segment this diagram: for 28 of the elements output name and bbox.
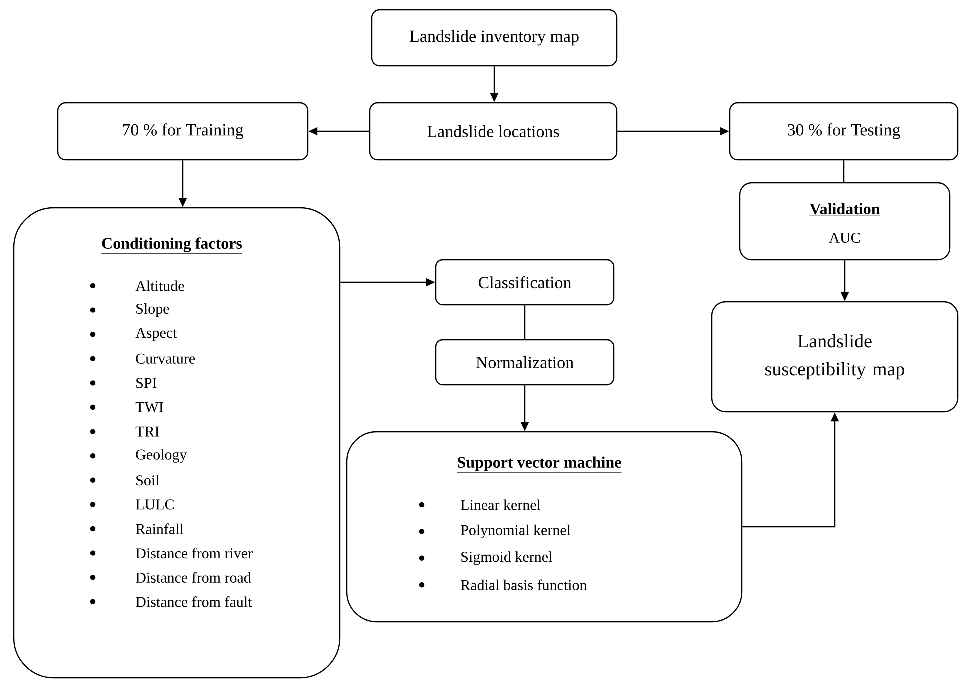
list-item: Distance from river	[90, 548, 253, 559]
list-item: Geology	[90, 449, 188, 463]
list-heading: Support vector machine	[457, 456, 622, 473]
list-item: TWI	[90, 402, 164, 413]
list-item: Polynomial kernel	[419, 524, 571, 539]
output-box: Landslide susceptibility map	[711, 301, 959, 413]
list-heading: Conditioning factors	[101, 238, 243, 254]
list-item: Distance from road	[90, 572, 252, 583]
validation-box: Validation AUC	[739, 182, 951, 261]
list-item: Sigmoid kernel	[419, 552, 552, 566]
list-item: Linear kernel	[419, 500, 541, 510]
process-box: Normalization	[435, 339, 615, 386]
list-item: TRI	[90, 426, 160, 437]
list-item: Altitude	[90, 280, 184, 292]
list-item: LULC	[90, 500, 174, 510]
list-item: SPI	[90, 378, 157, 388]
list-item: Radial basis function	[419, 580, 588, 590]
list-item: Distance from fault	[90, 596, 252, 608]
process-box: Classification	[435, 259, 615, 306]
list-item: Curvature	[90, 354, 196, 364]
list-item: Aspect	[90, 328, 178, 342]
list-item: Soil	[90, 475, 160, 486]
list-item: Slope	[90, 304, 170, 318]
list-item: Rainfall	[90, 524, 184, 534]
process-box: 30 % for Testing	[729, 102, 959, 161]
process-box: 70 % for Training	[57, 102, 309, 161]
process-box: Landslide inventory map	[371, 9, 618, 67]
process-box: Landslide locations	[369, 102, 618, 161]
